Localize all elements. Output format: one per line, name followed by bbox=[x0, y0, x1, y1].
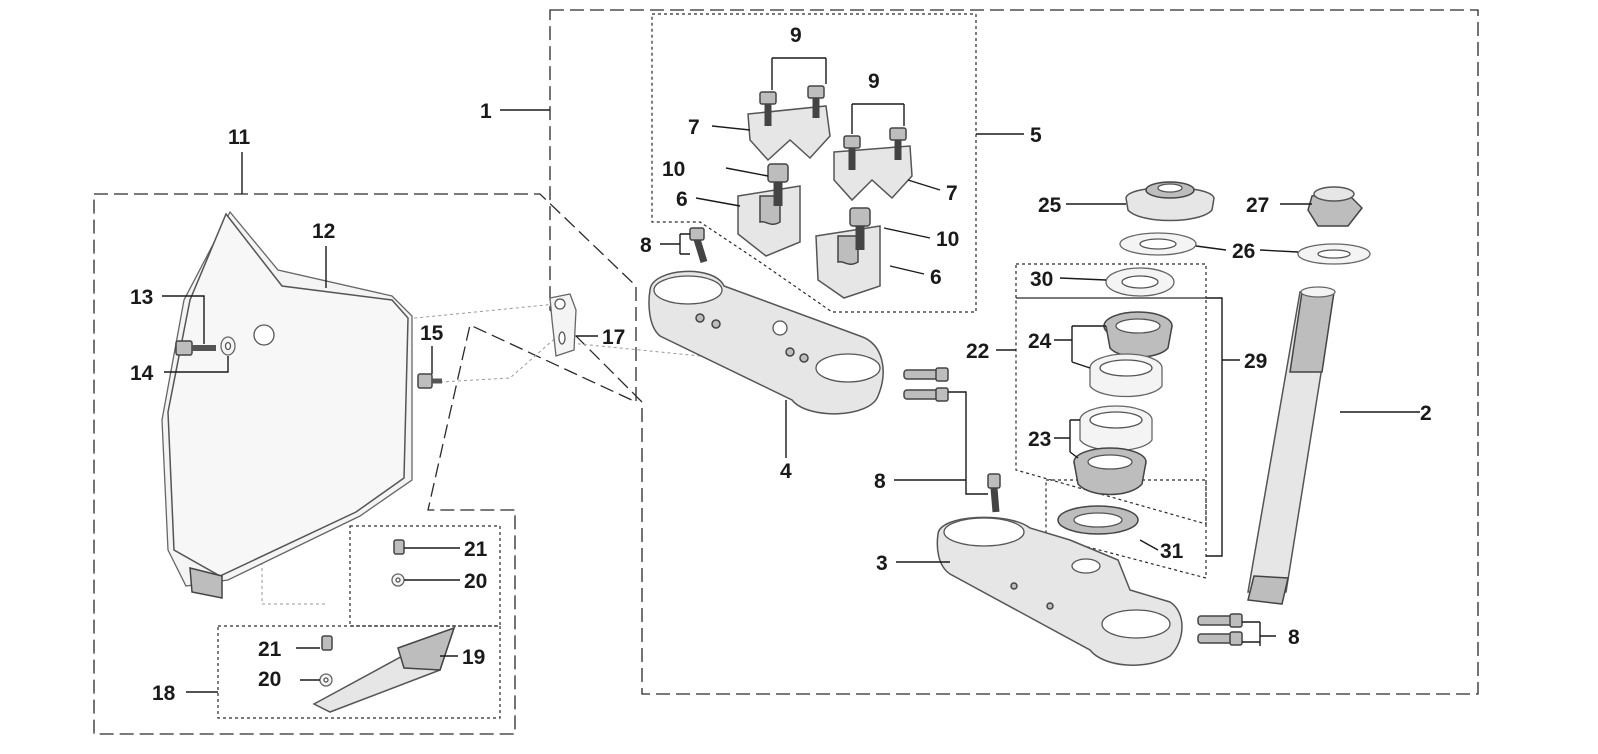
callout-20-bottom[interactable]: 20 bbox=[258, 668, 281, 691]
callout-labels: 1 2 3 4 5 6 6 7 7 8 8 8 9 9 10 10 11 12 … bbox=[130, 24, 1432, 705]
bracket-17-part[interactable] bbox=[549, 293, 577, 357]
callout-24[interactable]: 24 bbox=[1028, 330, 1052, 353]
callout-10-right[interactable]: 10 bbox=[936, 228, 959, 251]
dust-seal-31-part[interactable] bbox=[1057, 505, 1139, 535]
group-box-cover-11 bbox=[93, 193, 637, 735]
callout-21-bottom[interactable]: 21 bbox=[258, 638, 282, 661]
callout-12[interactable]: 12 bbox=[312, 220, 335, 243]
callout-17[interactable]: 17 bbox=[602, 326, 625, 349]
washer-14-part[interactable] bbox=[220, 336, 236, 356]
headlight-cover-part[interactable] bbox=[161, 210, 413, 599]
callout-2[interactable]: 2 bbox=[1420, 402, 1432, 425]
screw-13-part[interactable] bbox=[175, 340, 216, 356]
callout-4[interactable]: 4 bbox=[780, 460, 792, 483]
callout-6-left[interactable]: 6 bbox=[676, 188, 688, 211]
group-box-seal-31 bbox=[1045, 479, 1207, 579]
callout-26[interactable]: 26 bbox=[1232, 240, 1255, 263]
callout-8-top[interactable]: 8 bbox=[640, 234, 652, 257]
callout-21-top[interactable]: 21 bbox=[464, 538, 488, 561]
callout-9-left[interactable]: 9 bbox=[790, 24, 802, 47]
callout-10-left[interactable]: 10 bbox=[662, 158, 685, 181]
callout-8-bottom[interactable]: 8 bbox=[1288, 626, 1300, 649]
bearing-24-part[interactable] bbox=[1103, 311, 1173, 358]
callout-7-right[interactable]: 7 bbox=[946, 182, 958, 205]
race-24-part[interactable] bbox=[1089, 353, 1163, 398]
bearing-23-part[interactable] bbox=[1073, 447, 1147, 496]
callout-15[interactable]: 15 bbox=[420, 322, 444, 345]
callout-18[interactable]: 18 bbox=[152, 682, 176, 705]
callout-14[interactable]: 14 bbox=[130, 362, 154, 385]
callout-30[interactable]: 30 bbox=[1030, 268, 1053, 291]
bolt-8-part[interactable] bbox=[689, 227, 1243, 646]
top-cap-25-part[interactable] bbox=[1125, 181, 1215, 222]
callout-22[interactable]: 22 bbox=[966, 340, 989, 363]
callout-1[interactable]: 1 bbox=[480, 100, 492, 123]
group-box-assembly-1 bbox=[549, 9, 1479, 695]
screw-15-part[interactable] bbox=[417, 373, 442, 389]
callout-29[interactable]: 29 bbox=[1244, 350, 1267, 373]
callout-20-top[interactable]: 20 bbox=[464, 570, 487, 593]
nut-27-part[interactable] bbox=[1307, 186, 1363, 227]
group-box-bracket-fasteners bbox=[349, 525, 501, 627]
callout-25[interactable]: 25 bbox=[1038, 194, 1062, 217]
callout-6-right[interactable]: 6 bbox=[930, 266, 942, 289]
alignment-line-bracket-cover bbox=[261, 556, 326, 605]
group-boundaries bbox=[93, 9, 1479, 735]
callout-9-right[interactable]: 9 bbox=[868, 70, 880, 93]
callout-23[interactable]: 23 bbox=[1028, 428, 1051, 451]
washer-26-part[interactable] bbox=[1119, 232, 1371, 265]
leader-lines bbox=[162, 57, 1420, 693]
callout-27[interactable]: 27 bbox=[1246, 194, 1269, 217]
bracket-19-part[interactable] bbox=[312, 626, 456, 713]
callout-19[interactable]: 19 bbox=[462, 646, 485, 669]
callout-5[interactable]: 5 bbox=[1030, 124, 1042, 147]
callout-7-left[interactable]: 7 bbox=[688, 116, 700, 139]
callout-3[interactable]: 3 bbox=[876, 552, 888, 575]
callout-8-middle[interactable]: 8 bbox=[874, 470, 886, 493]
handlebar-upper-clamp-7-part[interactable] bbox=[747, 105, 913, 202]
alignment-line-screw15 bbox=[439, 333, 561, 383]
lower-triple-clamp-part[interactable] bbox=[936, 516, 1183, 666]
callout-31[interactable]: 31 bbox=[1160, 540, 1184, 563]
bolt-9-part[interactable] bbox=[759, 85, 907, 170]
upper-triple-clamp-part[interactable] bbox=[648, 270, 884, 415]
bolt-10-part[interactable] bbox=[767, 163, 871, 250]
screw-21-part[interactable] bbox=[321, 539, 405, 651]
callout-11[interactable]: 11 bbox=[228, 126, 251, 149]
callout-13[interactable]: 13 bbox=[130, 286, 153, 309]
group-box-clamp-kit-5 bbox=[651, 13, 977, 313]
dust-seal-30-part[interactable] bbox=[1105, 267, 1175, 297]
steering-stem-2-part[interactable] bbox=[1247, 286, 1336, 605]
race-23-part[interactable] bbox=[1079, 405, 1153, 452]
